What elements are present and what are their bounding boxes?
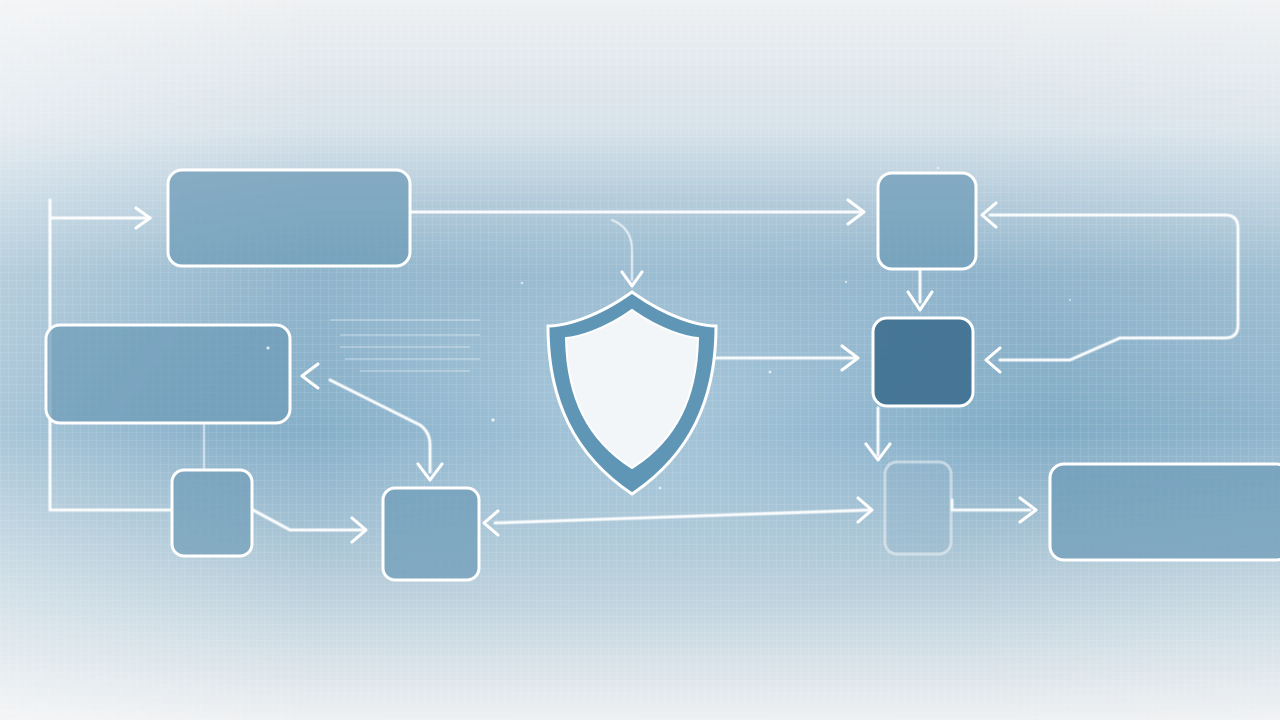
arrowhead — [840, 344, 860, 372]
connector-faded-to-output — [950, 498, 1032, 512]
node-mid-left-process — [44, 323, 292, 425]
arrowhead — [984, 346, 1002, 374]
connector-faded-to-bottom-center — [493, 508, 872, 525]
arrowhead — [864, 442, 892, 462]
node-top-left-process — [166, 168, 412, 268]
node-top-right-square — [876, 171, 978, 271]
arrowhead — [846, 198, 866, 226]
arrowhead — [1018, 496, 1038, 524]
node-bottom-left-small — [170, 468, 254, 558]
node-right-output — [1048, 462, 1280, 562]
arrowhead — [906, 290, 934, 312]
connector-small-to-bottom-center — [251, 508, 364, 532]
arrowhead — [620, 270, 644, 288]
arrowhead — [300, 362, 320, 390]
arrowhead — [856, 496, 874, 524]
arrowhead — [350, 516, 368, 544]
arrowhead — [482, 509, 500, 537]
connector-left-rail — [48, 198, 172, 512]
arrowhead — [980, 201, 998, 229]
node-center-right-decision — [871, 316, 975, 408]
arrowhead — [416, 462, 444, 482]
node-bottom-center-square — [381, 486, 481, 582]
decorative-lines — [330, 319, 480, 372]
sparkle-dots — [266, 166, 1072, 490]
connector-right-loop-top — [988, 213, 1240, 362]
connector-mid-left-to-bottom-center — [328, 378, 432, 474]
shield-icon — [546, 290, 718, 496]
connector-top-to-shield — [611, 219, 633, 281]
node-lower-right-faded — [883, 460, 953, 556]
arrowhead — [134, 206, 152, 230]
